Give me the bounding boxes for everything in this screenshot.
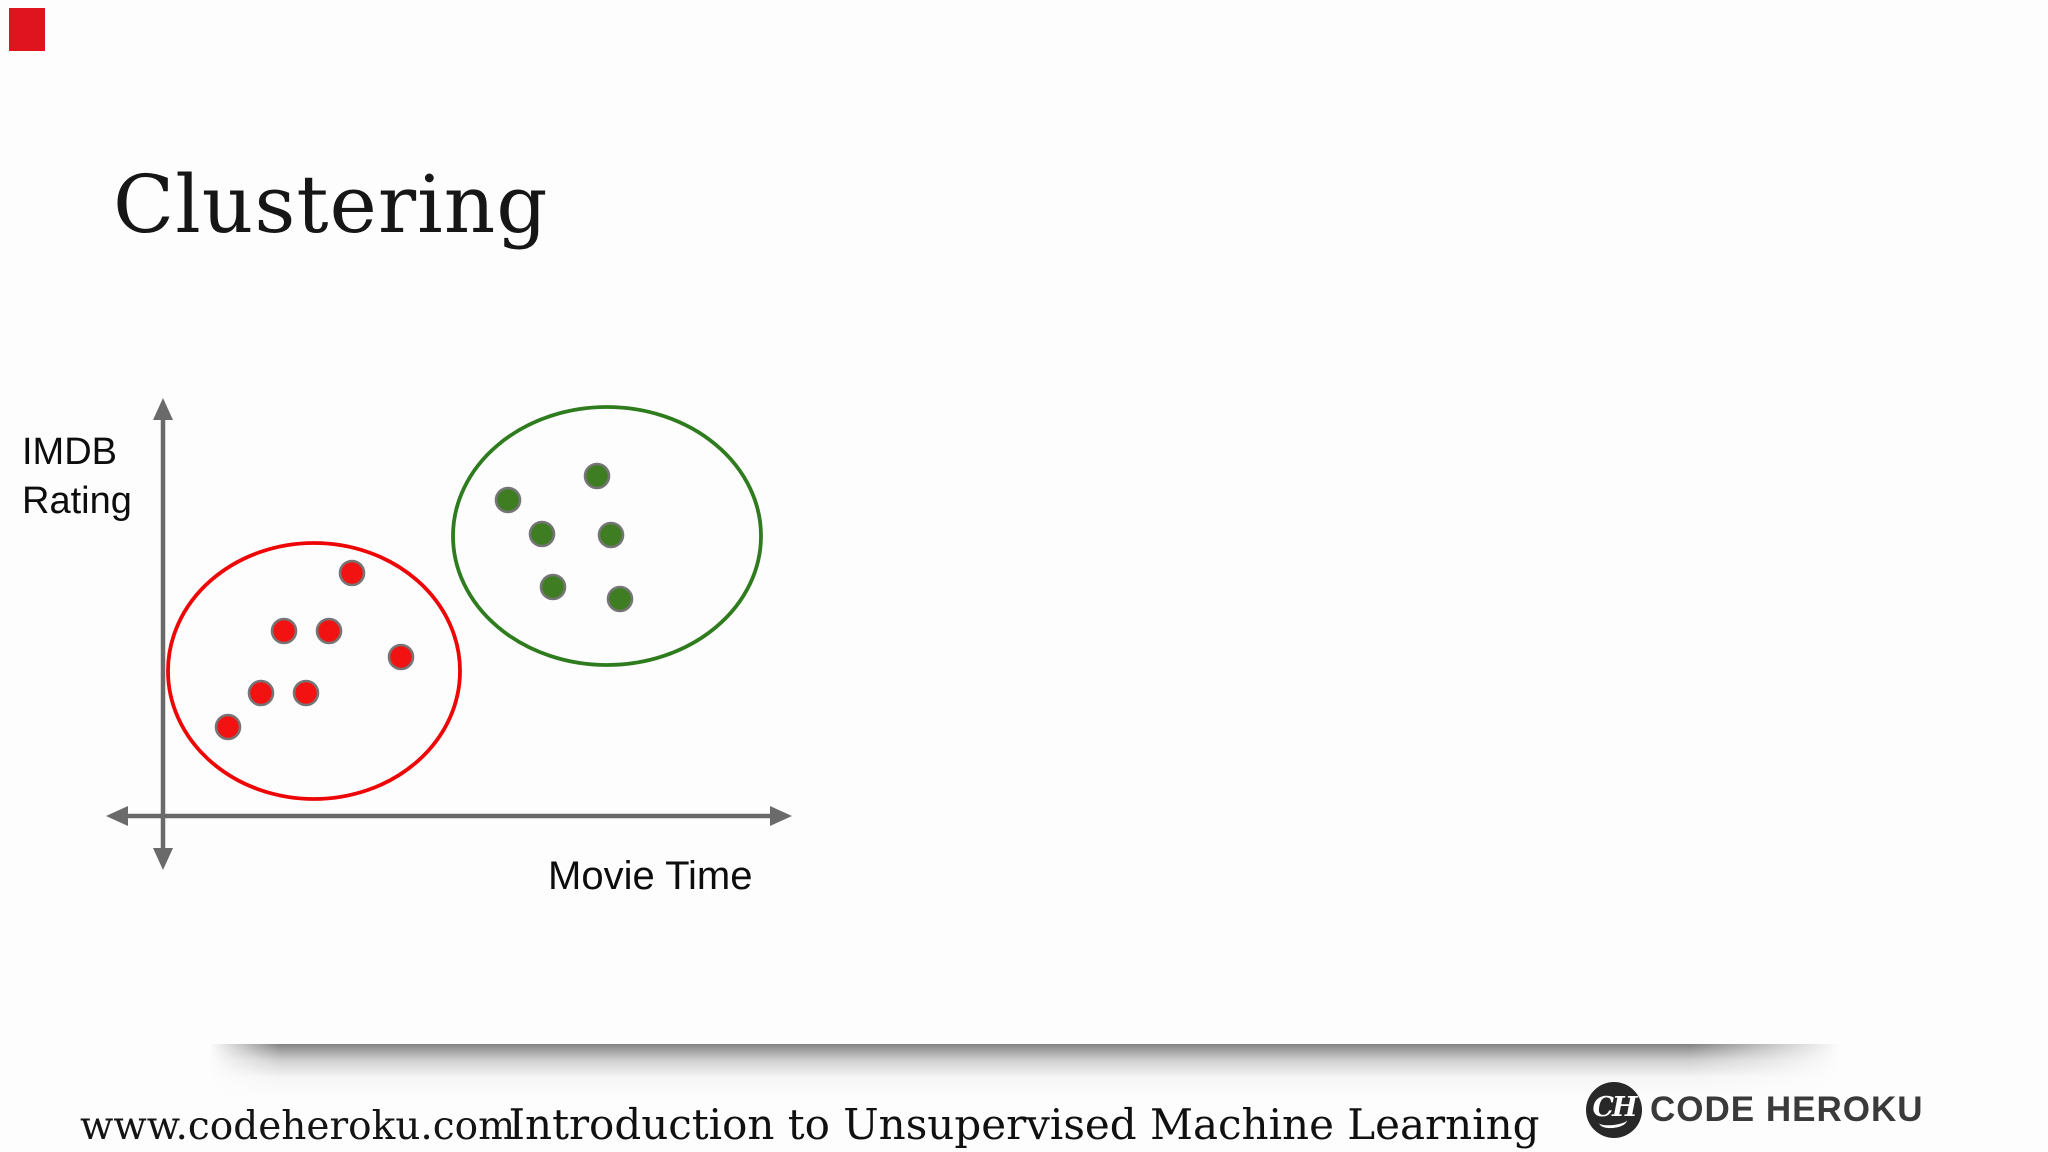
ch-monogram: CH bbox=[1592, 1091, 1638, 1123]
red-cluster-point bbox=[292, 679, 320, 707]
y-axis-label-line2: Rating bbox=[22, 480, 132, 522]
red-cluster-ellipse bbox=[166, 541, 462, 801]
shadow-divider bbox=[210, 1044, 1840, 1098]
x-axis-arrow-left-icon bbox=[106, 806, 128, 826]
codeheroku-logo: CH CODE HEROKU bbox=[1586, 1082, 1924, 1138]
footer-course-title: Introduction to Unsupervised Machine Lea… bbox=[508, 1100, 1540, 1149]
y-axis-arrow-up-icon bbox=[153, 398, 173, 420]
green-cluster-point bbox=[528, 520, 556, 548]
red-cluster-point bbox=[387, 643, 415, 671]
green-cluster-point bbox=[583, 462, 611, 490]
red-cluster-point bbox=[270, 617, 298, 645]
red-cluster-point bbox=[315, 617, 343, 645]
red-cluster-point bbox=[247, 679, 275, 707]
green-cluster-point bbox=[494, 486, 522, 514]
red-cluster-point bbox=[214, 713, 242, 741]
green-cluster-point bbox=[606, 585, 634, 613]
y-axis-label-line1: IMDB bbox=[22, 431, 117, 473]
green-cluster-point bbox=[597, 521, 625, 549]
ch-logo-icon: CH bbox=[1586, 1082, 1642, 1138]
slide-title: Clustering bbox=[113, 157, 549, 251]
green-cluster-point bbox=[539, 573, 567, 601]
x-axis-label: Movie Time bbox=[548, 854, 753, 898]
y-axis-label: IMDB Rating bbox=[22, 428, 132, 526]
brand-name: CODE HEROKU bbox=[1650, 1090, 1924, 1129]
red-cluster-point bbox=[338, 559, 366, 587]
footer-website: www.codeheroku.com bbox=[80, 1104, 516, 1149]
green-cluster-ellipse bbox=[451, 405, 763, 667]
x-axis-arrow-right-icon bbox=[770, 806, 792, 826]
red-corner-marker bbox=[9, 8, 45, 51]
y-axis-arrow-down-icon bbox=[153, 848, 173, 870]
